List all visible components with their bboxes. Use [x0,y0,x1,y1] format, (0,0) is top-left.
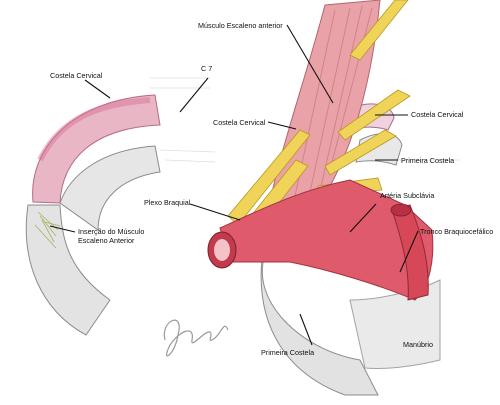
label-manubrio: Manúbrio [403,340,433,349]
subclavian-artery [219,179,434,301]
label-plexo-braquial: Plexo Braquial [144,198,191,207]
right-first-rib-bottom [260,254,379,396]
label-c7: C 7 [201,64,213,73]
left-first-rib-lower [25,204,111,336]
left-insertion-fibers [34,211,61,249]
label-primeira-costela-right: Primeira Costela [401,156,455,165]
label-arteria-subclavia: Artéria Subclávia [380,191,435,200]
left-cervical-rib-shading [37,97,151,162]
label-tronco-braquiocefalico: Tronco Braquiocefálico [420,227,494,236]
scalene-muscle-striations [291,5,373,216]
label-insercao-line2: Escaleno Anterior [78,236,135,245]
label-costela-cervical-right: Costela Cervical [411,110,464,119]
manubrium [349,279,441,369]
artery-lumen [214,239,230,261]
leader-lines [49,24,419,346]
label-primeira-costela-bottom: Primeira Costela [261,348,315,357]
label-costela-cervical-left: Costela Cervical [50,71,103,80]
left-first-rib-upper [59,145,161,231]
label-musculo-escaleno-anterior: Músculo Escaleno anterior [198,21,283,30]
label-costela-cervical-mid: Costela Cervical [213,118,266,127]
label-insercao-line1: Inserção do Músculo [78,227,145,236]
brachiocephalic-cut [390,203,412,217]
brachiocephalic-trunk [391,204,429,301]
signature-mark [163,319,229,357]
left-cervical-rib [32,94,161,204]
